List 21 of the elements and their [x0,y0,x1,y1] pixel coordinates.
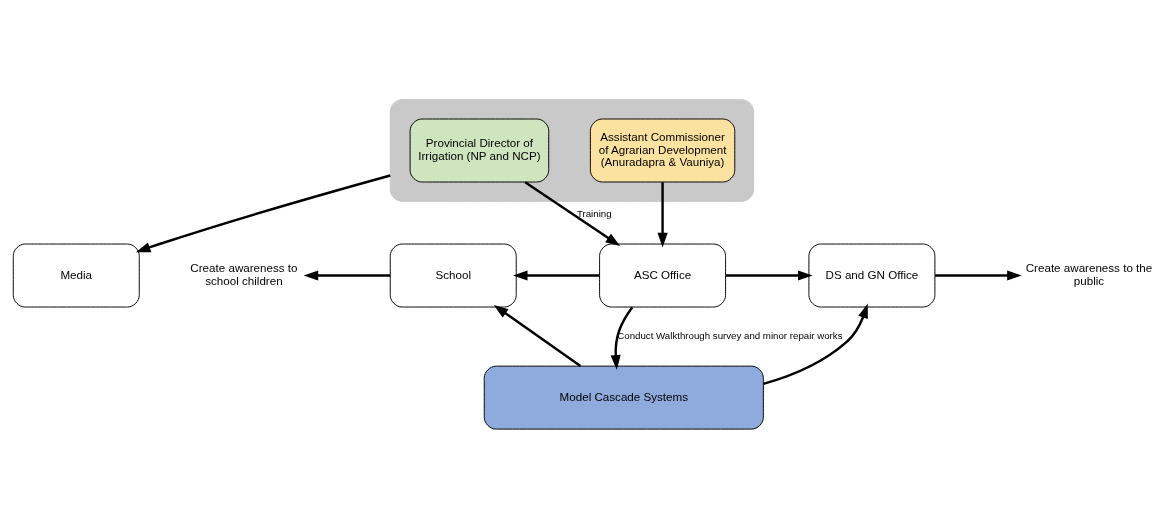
node-text: Create awareness to school children [190,261,298,287]
node-text: Create awareness to the public [1025,261,1153,287]
node-box: DS and GN Office [808,243,936,308]
arrow [135,174,391,253]
node-box: School [389,243,517,308]
edge-label: Training [576,207,612,219]
arrow [493,305,582,368]
arrow [725,270,813,281]
node-box: Model Cascade Systems [483,365,764,430]
arrow [610,306,634,370]
node-box: Provincial Director of Irrigation (NP and NCP) [409,118,550,183]
arrow [303,270,391,281]
edge-label: Conduct Walkthrough survey and minor repair works [617,330,843,341]
node-box: Media [12,243,140,308]
arrow [763,303,868,385]
arrow [512,270,600,281]
node-box: ASC Office [599,243,727,308]
arrow [935,270,1022,281]
arrow [657,182,668,248]
node-box: Assistant Commissioner of Agrarian Development (Anuradapra & Vauniya) [589,118,736,183]
cluster [389,99,755,202]
